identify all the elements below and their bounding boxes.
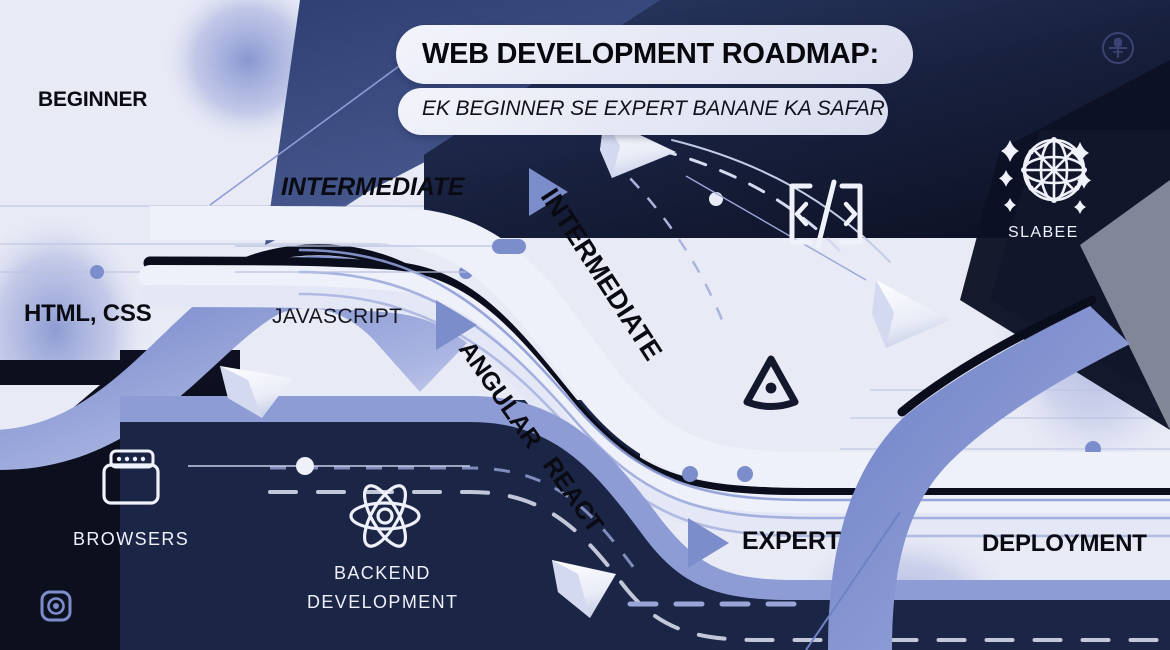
browser-window-icon xyxy=(97,446,165,512)
circle-badge-icon[interactable] xyxy=(1100,30,1136,66)
title-banner: WEB DEVELOPMENT ROADMAP: EK BEGINNER SE … xyxy=(396,25,913,135)
code-brackets-icon xyxy=(780,178,872,250)
atom-react-icon xyxy=(346,478,424,554)
arrow-triangle-group xyxy=(436,168,729,568)
page-title: WEB DEVELOPMENT ROADMAP: xyxy=(422,38,879,70)
sparkle-icon xyxy=(962,122,1112,222)
page-subtitle: EK BEGINNER SE EXPERT BANANE KA SAFAR xyxy=(422,97,885,120)
rounded-square-target-icon[interactable] xyxy=(40,590,72,622)
title-sub-band: EK BEGINNER SE EXPERT BANANE KA SAFAR xyxy=(398,88,888,135)
title-main-band: WEB DEVELOPMENT ROADMAP: xyxy=(396,25,913,84)
angular-triangle-icon xyxy=(740,352,802,414)
white-cone-group xyxy=(220,118,950,618)
